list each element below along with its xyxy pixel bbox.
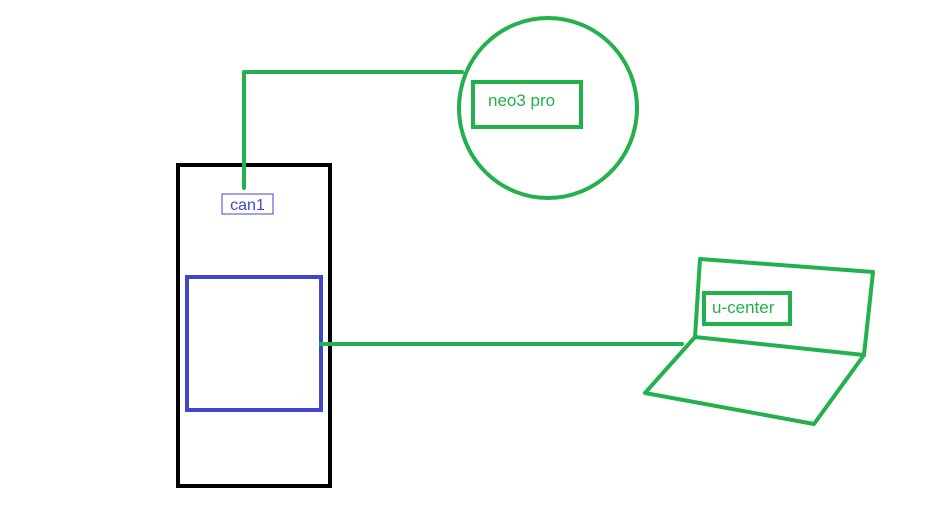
can1-label-box: [221, 193, 274, 215]
can1-cable: [242, 70, 464, 190]
controller-module-box: [185, 275, 323, 412]
u-center-label-box: [702, 291, 792, 326]
u-center-label: u-center: [712, 298, 775, 317]
can1-label: can1: [230, 197, 265, 214]
neo3-pro-label-box: [471, 80, 583, 129]
neo3-pro-label: neo3 pro: [488, 91, 555, 110]
gps-module-circle: [457, 16, 639, 200]
laptop-base: [643, 335, 866, 426]
controller-board: [176, 163, 332, 488]
